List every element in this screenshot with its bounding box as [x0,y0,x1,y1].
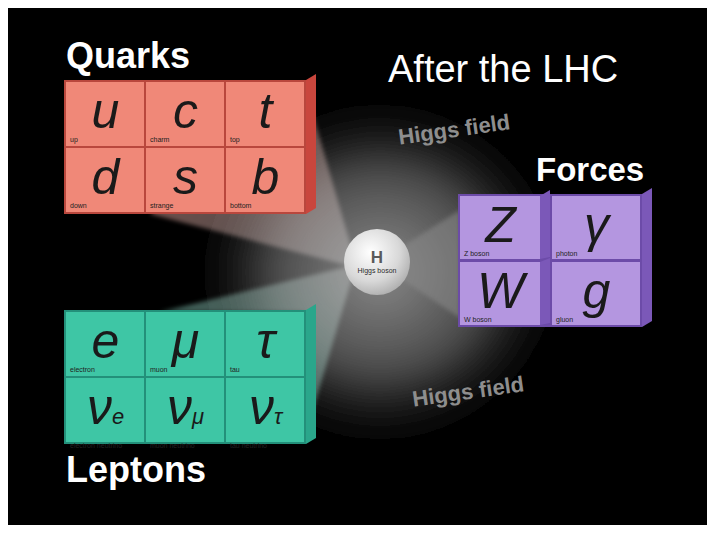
particle-box: t top [226,82,304,146]
particle-name: down [70,202,87,210]
quark-grid-back [64,80,306,214]
group-heading: Forces [536,150,644,190]
particle-box: u up [66,82,144,146]
particle-box: WW boson [460,262,540,325]
particle-symbol: u [92,86,120,136]
particle-name: strange [150,202,173,210]
particle-box: ddown [66,148,144,212]
particle-symbol: γ [584,200,609,250]
particle-symbol: g [583,266,611,316]
black-panel [8,8,707,525]
particle-box: eelectron [66,312,144,376]
particle-box: sstrange [146,148,224,212]
particle-symbol: νμ [167,382,204,442]
particle-symbol: b [252,152,280,202]
particle-symbol: W [477,266,524,316]
particle-name: Higgs boson [358,267,397,275]
particle-box: μmuon [146,312,224,376]
lepton-grid-back [64,310,306,444]
particle-symbol: d [92,152,120,202]
particle-name: muon [150,366,168,374]
particle-box: bbottom [226,148,304,212]
particle-box: ZZ boson [460,196,540,259]
particle-symbol: νe [87,382,124,442]
force-side-face [540,190,550,259]
force-side-face [540,258,550,325]
particle-name: W boson [464,316,492,324]
lepton-beam [160,266,352,440]
particle-symbol: t [259,86,273,136]
particle-name: electron neutrino [70,442,122,450]
particle-symbol: c [173,86,198,136]
particle-name: tau neutrino [230,442,267,450]
group-heading: Quarks [66,36,190,76]
particle-box: νμmuon neutrino [146,378,224,442]
particle-name: photon [556,250,577,258]
particle-symbol: s [173,152,198,202]
page-title: After the LHC [388,48,618,90]
particle-box: ντtau neutrino [226,378,304,442]
particle-box: ccharm [146,82,224,146]
particle-symbol: H [371,249,383,267]
particle-box: νeelectron neutrino [66,378,144,442]
particle-name: muon neutrino [150,442,195,450]
quark-side-face [306,74,316,214]
particle-box: γphoton [552,196,640,259]
particle-name: gluon [556,316,573,324]
higgs-sphere: HHiggs boson [344,229,410,295]
particle-box: g gluon [552,262,640,325]
particle-name: bottom [230,202,251,210]
force-side-face [642,188,652,327]
particle-symbol: τ [256,316,275,366]
particle-symbol: ντ [249,382,282,442]
group-heading: Leptons [66,450,206,490]
particle-box: τ tau [226,312,304,376]
particle-name: Z boson [464,250,489,258]
particle-symbol: μ [172,316,199,366]
particle-symbol: Z [485,200,516,250]
particle-name: electron [70,366,95,374]
particle-name: charm [150,136,169,144]
particle-symbol: e [92,316,120,366]
lepton-side-face [306,304,316,444]
particle-name: tau [230,366,240,374]
particle-name: up [70,136,78,144]
particle-name: top [230,136,240,144]
